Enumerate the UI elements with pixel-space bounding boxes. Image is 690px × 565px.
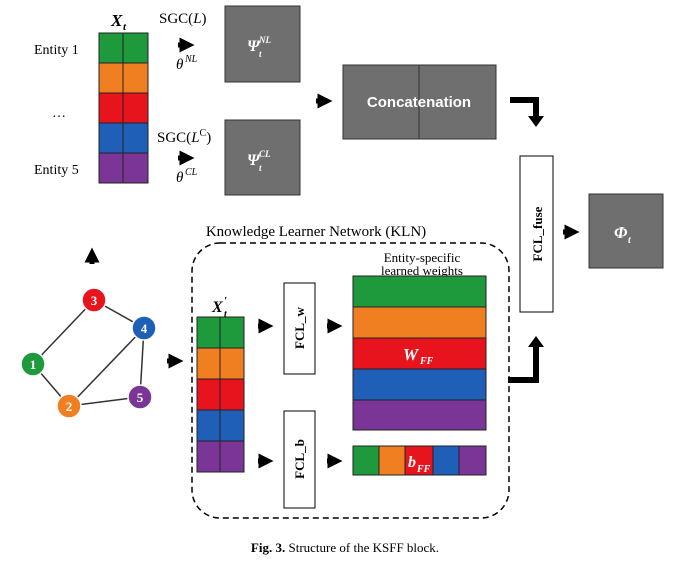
wff-row-red xyxy=(352,337,487,370)
sgc-nl-param-label: θ NL xyxy=(176,54,198,73)
svg-text:t: t xyxy=(259,163,262,173)
kln-title: Knowledge Learner Network (KLN) xyxy=(206,224,426,240)
graph-node-1-label: 1 xyxy=(30,357,37,372)
svg-text:′: ′ xyxy=(224,295,227,307)
svg-text:t: t xyxy=(224,309,228,320)
svg-text:CL: CL xyxy=(185,167,198,178)
svg-text:θ: θ xyxy=(176,170,184,186)
wff-row-orange xyxy=(352,306,487,339)
sgc-cl-param-label: θ CL xyxy=(176,167,198,186)
svg-text:FF: FF xyxy=(419,356,434,367)
fcl-w-label: FCL_w xyxy=(292,306,307,349)
input-xt-title: X t xyxy=(110,11,127,33)
xt-title-sub: t xyxy=(123,21,127,33)
wff-row-green xyxy=(352,275,487,308)
input-xt-matrix xyxy=(98,32,149,184)
svg-text:CL: CL xyxy=(259,149,271,159)
svg-text:b: b xyxy=(408,454,416,471)
graph-node-4 xyxy=(131,315,157,341)
figure-caption: Fig. 3. Structure of the KSFF block. xyxy=(251,540,439,555)
kln-to-fuse-arrow xyxy=(508,345,539,383)
svg-text:Ψ: Ψ xyxy=(247,38,261,55)
svg-text:t: t xyxy=(259,49,262,59)
graph-node-1 xyxy=(20,351,46,377)
kln-input-title: X ′ t xyxy=(211,295,228,320)
graph-node-4-label: 4 xyxy=(141,321,148,336)
svg-text:NL: NL xyxy=(184,54,198,65)
kln-dashed-region xyxy=(191,242,510,519)
wff-row-purple xyxy=(352,399,487,431)
kln-input-matrix xyxy=(196,316,245,473)
graph-node-5-label: 5 xyxy=(137,390,144,405)
entity-5-label: Entity 5 xyxy=(34,163,79,178)
svg-text:X: X xyxy=(211,299,223,316)
fcl-b-box xyxy=(283,410,316,509)
sgc-cl-op-label: SGC(LC) xyxy=(157,128,211,146)
bff-seg-blue xyxy=(432,445,460,476)
bias-vector-bff xyxy=(352,445,487,476)
svg-text:t: t xyxy=(628,235,632,246)
bff-seg-red xyxy=(404,445,434,476)
graph-node-2-label: 2 xyxy=(66,399,73,414)
entity-1-label: Entity 1 xyxy=(34,43,79,58)
sgc-nl-op-label: SGC(L) xyxy=(159,11,207,27)
graph-node-3 xyxy=(81,287,107,313)
svg-text:NL: NL xyxy=(258,35,271,45)
figure-caption-number: Fig. 3. xyxy=(251,540,285,555)
wff-row-blue xyxy=(352,368,487,401)
ellipsis-label: … xyxy=(52,106,66,121)
svg-text:θ: θ xyxy=(176,57,184,73)
svg-text:Ψ: Ψ xyxy=(247,152,261,169)
fcl-b-label: FCL_b xyxy=(292,439,307,479)
psi-cl-label: Ψ CL t xyxy=(247,149,271,173)
fcl-w-box xyxy=(283,282,316,375)
graph-node-2 xyxy=(56,393,82,419)
figure-caption-text: Structure of the KSFF block. xyxy=(285,540,439,555)
psi-nl-box xyxy=(224,5,301,83)
fcl-fuse-box xyxy=(519,155,554,313)
weights-caption-line2: learned weights xyxy=(381,263,463,278)
svg-text:FF: FF xyxy=(416,464,431,475)
bff-seg-orange xyxy=(378,445,406,476)
phi-output-label: Φ t xyxy=(614,223,632,246)
psi-cl-box xyxy=(224,119,301,196)
svg-text:SGC(L): SGC(L) xyxy=(159,11,207,27)
bff-seg-purple xyxy=(458,445,487,476)
entity-graph: 1 2 3 4 5 xyxy=(20,287,157,419)
concatenation-label: Concatenation xyxy=(367,94,471,111)
xt-title-main: X xyxy=(110,11,123,30)
concat-to-fuse-arrow xyxy=(510,97,539,118)
wff-label: W FF xyxy=(403,345,434,367)
graph-node-5 xyxy=(127,384,153,410)
svg-text:W: W xyxy=(403,345,420,364)
bff-label: b FF xyxy=(408,454,431,475)
phi-output-box xyxy=(588,193,664,269)
svg-text:SGC(LC): SGC(LC) xyxy=(157,128,211,146)
bff-seg-green xyxy=(352,445,380,476)
graph-node-3-label: 3 xyxy=(91,293,98,308)
weights-matrix-wff xyxy=(352,275,487,431)
weights-caption-line1: Entity-specific xyxy=(384,250,461,265)
psi-nl-label: Ψ NL t xyxy=(247,35,271,59)
fcl-fuse-label: FCL_fuse xyxy=(530,206,545,261)
svg-text:Φ: Φ xyxy=(614,223,628,242)
